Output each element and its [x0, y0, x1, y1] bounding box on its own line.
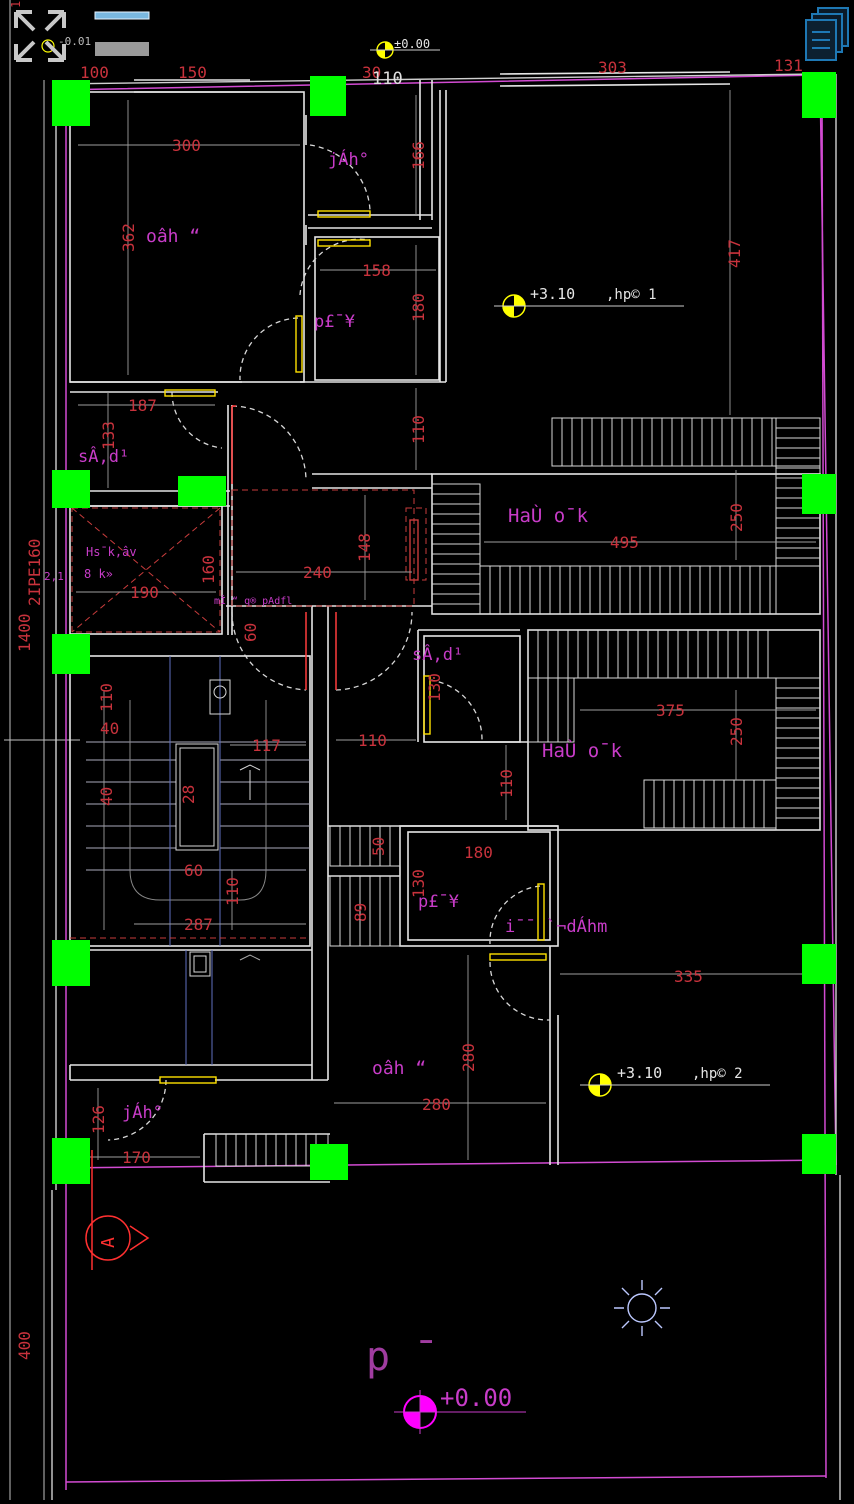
dim-text: 126 [89, 1105, 108, 1134]
dim-text: 1400 [15, 613, 34, 652]
room-label: sÂ,d¹ [78, 445, 129, 467]
room-label: oâh “ [146, 226, 200, 247]
dim-text: 10 [9, 0, 23, 8]
dim-text: 40 [97, 787, 116, 806]
dim-text: 110 [97, 683, 116, 712]
door-swings [107, 144, 551, 1141]
dim-text: 133 [99, 421, 118, 450]
room-label: p£¯¥ [418, 892, 459, 912]
structural-columns [52, 72, 836, 1184]
room-label: mÎ “ q® pAdfl [214, 594, 292, 607]
dim-text: 110 [497, 769, 516, 798]
layers-button[interactable] [805, 7, 849, 61]
dim-text: 187 [128, 396, 157, 415]
dim-text: 300 [172, 136, 201, 155]
room-label: HaÙ o¯k [508, 503, 589, 527]
dim-text: 375 [656, 701, 685, 720]
dim-text: 100 [80, 63, 109, 82]
dim-text: 110 [409, 415, 428, 444]
elevation-label: ,hp© 2 [692, 1066, 743, 1082]
room-label: HaÙ o¯k [542, 738, 623, 762]
section-label: A [98, 1237, 119, 1248]
elevation-marker-origin: +0.00 [394, 1384, 526, 1434]
dim-text: 417 [725, 239, 744, 268]
room-label: p ¯ [366, 1334, 438, 1380]
dim-text: 303 [598, 58, 627, 77]
door-frames [231, 405, 337, 690]
dim-text: 110 [358, 731, 387, 750]
door-leaves [159, 210, 547, 1084]
dim-text: 400 [15, 1331, 34, 1360]
dim-text: 30 [362, 63, 381, 82]
dim-text: 250 [727, 717, 746, 746]
stairs [86, 417, 821, 1167]
dim-text: 150 [178, 63, 207, 82]
dim-text: 2IPE160 [25, 539, 44, 606]
dimension-texts: 100 150 30 303 131 300 362 166 158 180 4… [9, 0, 803, 1360]
dim-text: 287 [184, 915, 213, 934]
dim-text: 60 [241, 623, 260, 642]
dim-text: 158 [362, 261, 391, 280]
room-label: Hs¯k,âv [86, 545, 137, 559]
dim-text: 170 [122, 1148, 151, 1167]
dim-text: 110 [372, 69, 403, 89]
elevation-value: +3.10 [530, 285, 575, 303]
dim-text: 280 [459, 1043, 478, 1072]
layers-icon [805, 7, 849, 61]
room-label: jÁh° [122, 1101, 163, 1123]
room-label: p£¯¥ [314, 312, 355, 332]
elevation-label: ,hp© 1 [606, 287, 657, 303]
section-marker: A [85, 1150, 150, 1270]
left-dimension-lines [4, 0, 80, 1500]
dim-text: 89 [351, 903, 370, 922]
dim-text: 280 [422, 1095, 451, 1114]
dimension-lines [76, 90, 816, 1160]
dim-text: 190 [130, 583, 159, 602]
menu-bars-icon [94, 11, 150, 56]
expand-arrows-icon [14, 10, 66, 62]
dim-text: 180 [464, 843, 493, 862]
dim-text: 240 [303, 563, 332, 582]
dim-text: 110 [223, 877, 242, 906]
sun-symbol [614, 1280, 670, 1336]
dim-text: 166 [409, 141, 428, 170]
fullscreen-button[interactable] [14, 10, 66, 62]
dim-text: 131 [774, 56, 803, 75]
dim-text: 28 [179, 785, 198, 804]
dim-text: 50 [369, 837, 388, 856]
elevation-value: +3.10 [617, 1064, 662, 1082]
dim-text: 40 [100, 719, 119, 738]
elevation-marker-1: +3.10 ,hp© 1 [494, 285, 684, 318]
menu-bars-button[interactable] [94, 11, 150, 56]
elevation-marker-top: ±0.00 -0.01 [41, 35, 440, 59]
dim-text: 160 [199, 555, 218, 584]
elevation-marker-2: +3.10 ,hp© 2 [580, 1064, 770, 1097]
elevation-value: +0.00 [440, 1384, 512, 1412]
dim-text: 60 [184, 861, 203, 880]
room-labels: oâh “ jÁh° p£¯¥ sÂ,d¹ Hs¯k,âv 8 k» mÎ “ … [78, 148, 623, 1380]
room-label: 8 k» [84, 567, 113, 581]
dim-text: 130 [425, 673, 444, 702]
room-label: sÂ,d¹ [412, 643, 463, 665]
dim-text: 495 [610, 533, 639, 552]
dim-text: 250 [727, 503, 746, 532]
dim-text: 117 [252, 736, 281, 755]
dim-text: 148 [355, 533, 374, 562]
dim-text: 180 [409, 293, 428, 322]
dim-text: 362 [119, 223, 138, 252]
elevation-value: -0.01 [58, 35, 91, 48]
room-label: i¯¯ `¬dÁhm [505, 915, 607, 937]
elevator-shaft [70, 489, 427, 939]
room-label: jÁh° [328, 148, 369, 170]
elevation-value: ±0.00 [394, 37, 430, 51]
wall-dim-texts: 110 [372, 69, 403, 89]
room-label: oâh “ [372, 1058, 426, 1079]
dim-text: 130 [409, 869, 428, 898]
dim-text: 335 [674, 967, 703, 986]
dim-text: 2,1 [44, 570, 64, 583]
